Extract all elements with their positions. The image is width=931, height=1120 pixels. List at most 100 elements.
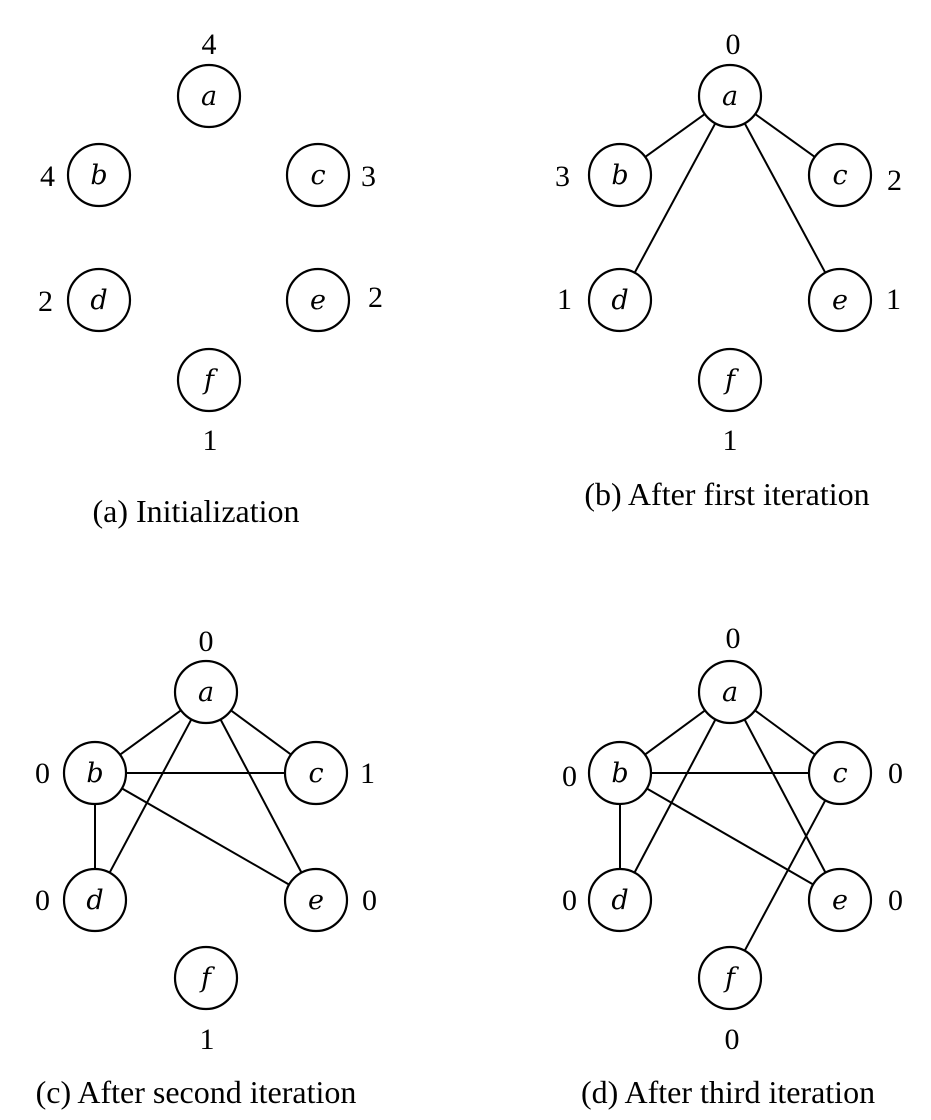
edge-c-f bbox=[743, 799, 827, 952]
node-value-a: 0 bbox=[199, 625, 214, 658]
node-value-b: 0 bbox=[562, 760, 577, 793]
edge-b-e bbox=[646, 787, 814, 886]
node-value-d: 0 bbox=[35, 884, 50, 917]
node-circle bbox=[697, 347, 763, 413]
node-letter: a bbox=[201, 81, 217, 112]
edge-a-b bbox=[644, 709, 706, 756]
node-letter: c bbox=[310, 160, 325, 191]
panel-caption: (c) After second iteration bbox=[36, 1074, 357, 1110]
node-value-b: 4 bbox=[40, 160, 55, 193]
node-b: b bbox=[587, 740, 653, 806]
node-e: e bbox=[283, 867, 349, 933]
node-circle bbox=[285, 142, 351, 208]
node-circle bbox=[807, 267, 873, 333]
node-value-c: 3 bbox=[361, 160, 376, 193]
node-d: d bbox=[62, 867, 128, 933]
node-letter: a bbox=[722, 81, 738, 112]
node-value-c: 0 bbox=[888, 757, 903, 790]
node-value-a: 0 bbox=[726, 28, 741, 61]
node-a: a bbox=[176, 63, 242, 129]
node-d: d bbox=[66, 267, 132, 333]
node-letter: e bbox=[832, 285, 848, 316]
panel-caption: (b) After first iteration bbox=[584, 476, 869, 512]
node-letter: b bbox=[90, 160, 107, 191]
node-letter: b bbox=[611, 160, 628, 191]
node-circle bbox=[587, 267, 653, 333]
node-value-a: 4 bbox=[202, 28, 217, 61]
node-value-d: 1 bbox=[557, 283, 572, 316]
node-f: f bbox=[697, 347, 763, 413]
node-circle bbox=[587, 142, 653, 208]
edge-a-d bbox=[108, 718, 193, 874]
node-circle bbox=[587, 867, 653, 933]
node-circle bbox=[66, 142, 132, 208]
node-circle bbox=[285, 267, 351, 333]
node-value-e: 2 bbox=[368, 281, 383, 314]
node-circle bbox=[697, 659, 763, 725]
node-f: f bbox=[697, 945, 763, 1011]
node-letter: d bbox=[86, 885, 103, 916]
node-circle bbox=[66, 267, 132, 333]
node-circle bbox=[587, 740, 653, 806]
edge-a-e bbox=[743, 122, 827, 274]
edge-a-d bbox=[633, 122, 717, 274]
node-letter: d bbox=[611, 885, 628, 916]
node-letter: e bbox=[832, 885, 848, 916]
edge-b-e bbox=[121, 787, 290, 886]
node-letter: e bbox=[308, 885, 324, 916]
node-circle bbox=[807, 867, 873, 933]
node-letter: d bbox=[611, 285, 628, 316]
edges bbox=[94, 709, 303, 886]
node-b: b bbox=[62, 740, 128, 806]
edge-a-e bbox=[219, 718, 303, 874]
edge-a-c bbox=[230, 709, 292, 756]
node-letter: b bbox=[611, 758, 628, 789]
node-c: c bbox=[807, 740, 873, 806]
edge-a-e bbox=[743, 718, 827, 874]
node-f: f bbox=[176, 347, 242, 413]
node-circle bbox=[176, 347, 242, 413]
node-value-f: 1 bbox=[200, 1023, 215, 1056]
node-a: a bbox=[173, 659, 239, 725]
node-b: b bbox=[66, 142, 132, 208]
node-c: c bbox=[285, 142, 351, 208]
node-letter: e bbox=[310, 285, 326, 316]
node-e: e bbox=[807, 267, 873, 333]
node-value-f: 1 bbox=[203, 424, 218, 457]
node-circle bbox=[62, 740, 128, 806]
node-e: e bbox=[807, 867, 873, 933]
node-value-d: 2 bbox=[38, 285, 53, 318]
node-value-e: 1 bbox=[886, 283, 901, 316]
node-value-b: 0 bbox=[35, 757, 50, 790]
node-letter: c bbox=[832, 758, 847, 789]
panel-caption: (d) After third iteration bbox=[581, 1074, 875, 1110]
node-value-f: 1 bbox=[723, 424, 738, 457]
node-circle bbox=[176, 63, 242, 129]
node-value-e: 0 bbox=[888, 884, 903, 917]
node-c: c bbox=[283, 740, 349, 806]
node-letter: a bbox=[198, 677, 214, 708]
edge-a-b bbox=[644, 113, 706, 158]
node-circle bbox=[173, 945, 239, 1011]
node-value-e: 0 bbox=[362, 884, 377, 917]
edge-a-c bbox=[754, 709, 816, 756]
node-d: d bbox=[587, 867, 653, 933]
node-d: d bbox=[587, 267, 653, 333]
edges bbox=[619, 709, 827, 952]
node-circle bbox=[807, 740, 873, 806]
node-f: f bbox=[173, 945, 239, 1011]
node-value-f: 0 bbox=[725, 1023, 740, 1056]
node-circle bbox=[283, 740, 349, 806]
node-value-b: 3 bbox=[555, 160, 570, 193]
node-circle bbox=[283, 867, 349, 933]
node-value-d: 0 bbox=[562, 884, 577, 917]
node-letter: b bbox=[86, 758, 103, 789]
node-circle bbox=[807, 142, 873, 208]
edges bbox=[633, 113, 827, 274]
node-a: a bbox=[697, 63, 763, 129]
